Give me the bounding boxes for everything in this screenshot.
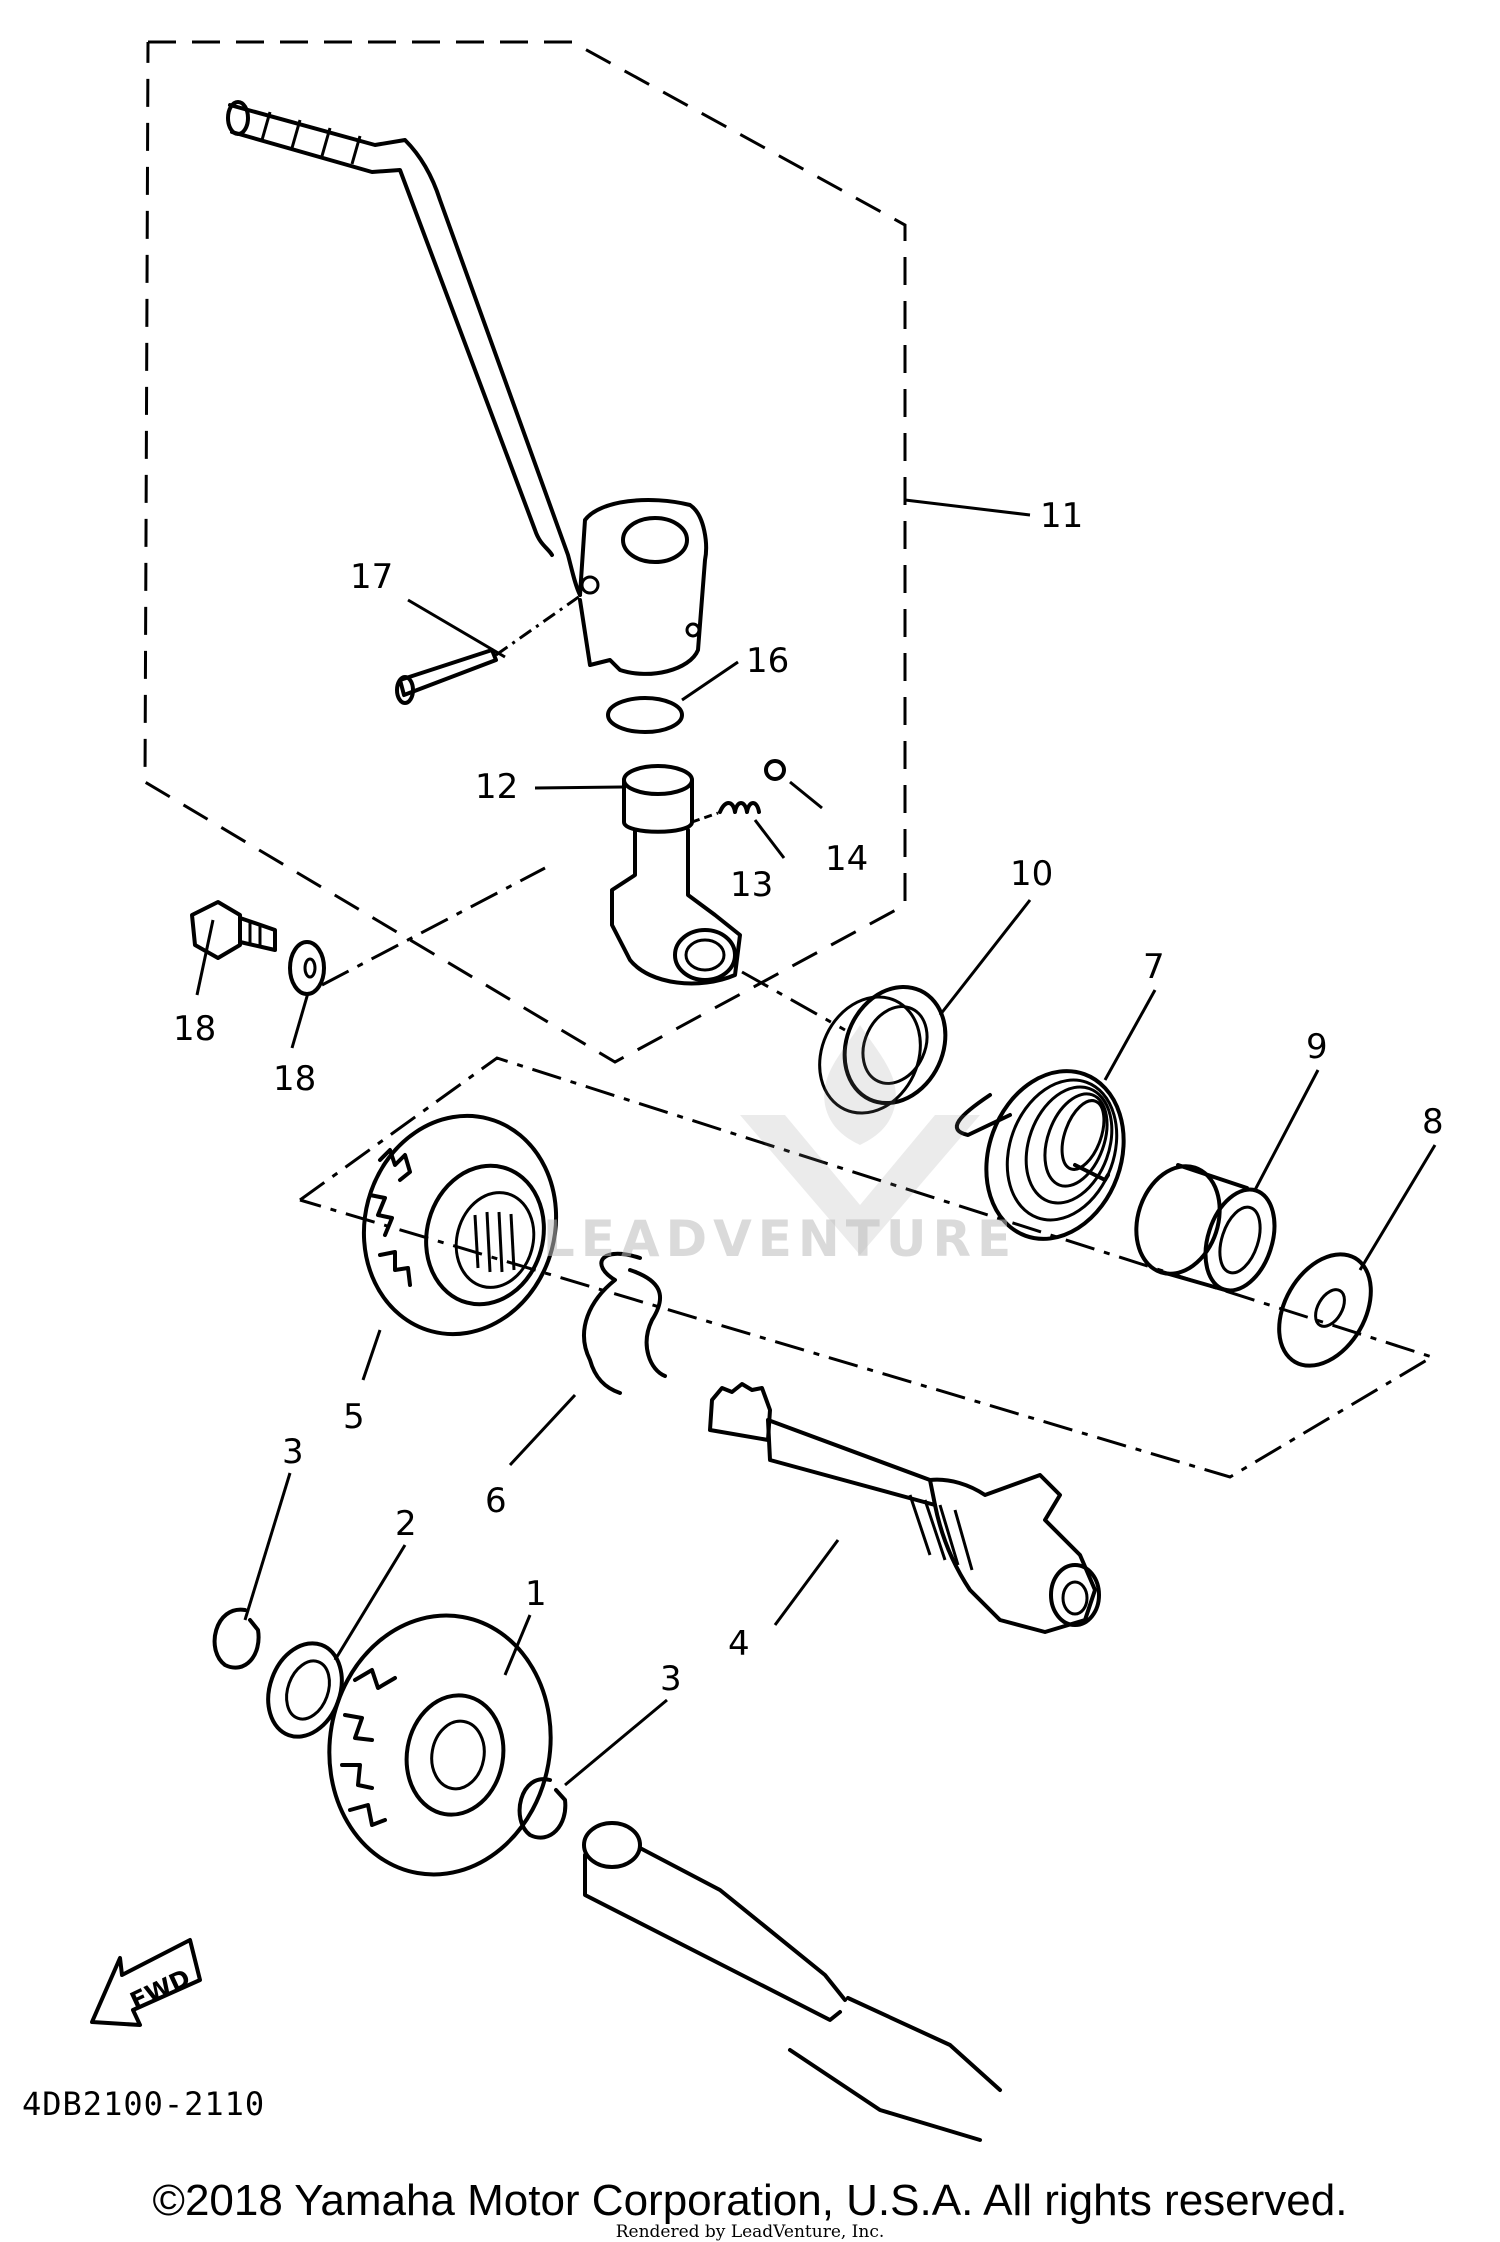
clip-part-6 bbox=[582, 1251, 667, 1395]
callout-3-bottom: 3 bbox=[660, 1659, 682, 1699]
circlip-part-3-bottom bbox=[517, 1777, 568, 1840]
circlip-part-3-top bbox=[212, 1607, 261, 1670]
callout-5: 5 bbox=[343, 1397, 365, 1437]
callout-13: 13 bbox=[730, 865, 773, 905]
callout-16: 17 bbox=[350, 557, 393, 597]
callout-7: 7 bbox=[1143, 947, 1165, 987]
oil-seal-part-10 bbox=[741, 970, 948, 1115]
torsion-spring-part-7 bbox=[954, 1069, 1126, 1241]
leadventure-watermark-logo bbox=[740, 1025, 980, 1255]
callout-labels: 11 17 16 12 13 14 10 7 9 8 18 18 5 6 3 2… bbox=[173, 496, 1444, 1699]
callout-6: 6 bbox=[485, 1481, 507, 1521]
callout-9: 9 bbox=[1306, 1027, 1328, 1067]
callout-17: 18 bbox=[173, 1009, 216, 1049]
copyright-notice: ©2018 Yamaha Motor Corporation, U.S.A. A… bbox=[152, 2176, 1348, 2225]
fwd-label: FWD bbox=[126, 1964, 195, 2016]
bolt-part-17 bbox=[190, 900, 277, 960]
screw-part-16 bbox=[395, 594, 581, 705]
washer-part-18 bbox=[288, 866, 546, 996]
callout-3-top: 3 bbox=[282, 1432, 304, 1472]
callout-10: 10 bbox=[1010, 854, 1053, 894]
rendered-by-credit: Rendered by LeadVenture, Inc. bbox=[615, 2222, 885, 2242]
kick-boss-part-12 bbox=[610, 764, 742, 986]
assembly-boundary-dashed bbox=[143, 40, 907, 1064]
ratchet-gear-part-5 bbox=[361, 1113, 559, 1337]
callout-14: 14 bbox=[825, 839, 868, 879]
callout-8: 8 bbox=[1422, 1102, 1444, 1142]
spring-part-13 bbox=[691, 801, 761, 824]
fwd-arrow-icon: FWD bbox=[90, 1938, 202, 2027]
kick-lever bbox=[226, 100, 709, 676]
leader-lines bbox=[195, 498, 1437, 1787]
callout-1: 1 bbox=[525, 1574, 547, 1614]
washer-part-8 bbox=[1277, 1252, 1373, 1368]
kick-shaft-part-4 bbox=[708, 1382, 1101, 1634]
callout-12: 12 bbox=[475, 767, 518, 807]
callout-15: 16 bbox=[746, 641, 789, 681]
callout-11: 11 bbox=[1040, 496, 1083, 536]
o-ring-part-15 bbox=[606, 696, 684, 734]
shaft-lower bbox=[582, 1821, 1002, 2142]
callout-2: 2 bbox=[395, 1504, 417, 1544]
kick-gear-part-1 bbox=[327, 1613, 553, 1877]
watermark-text: LEADVENTURE bbox=[542, 1210, 1018, 1268]
callout-4: 4 bbox=[728, 1624, 750, 1664]
callout-18: 18 bbox=[273, 1059, 316, 1099]
diagram-part-code: 4DB2100-2110 bbox=[22, 2085, 266, 2123]
ball-part-14 bbox=[764, 759, 786, 781]
